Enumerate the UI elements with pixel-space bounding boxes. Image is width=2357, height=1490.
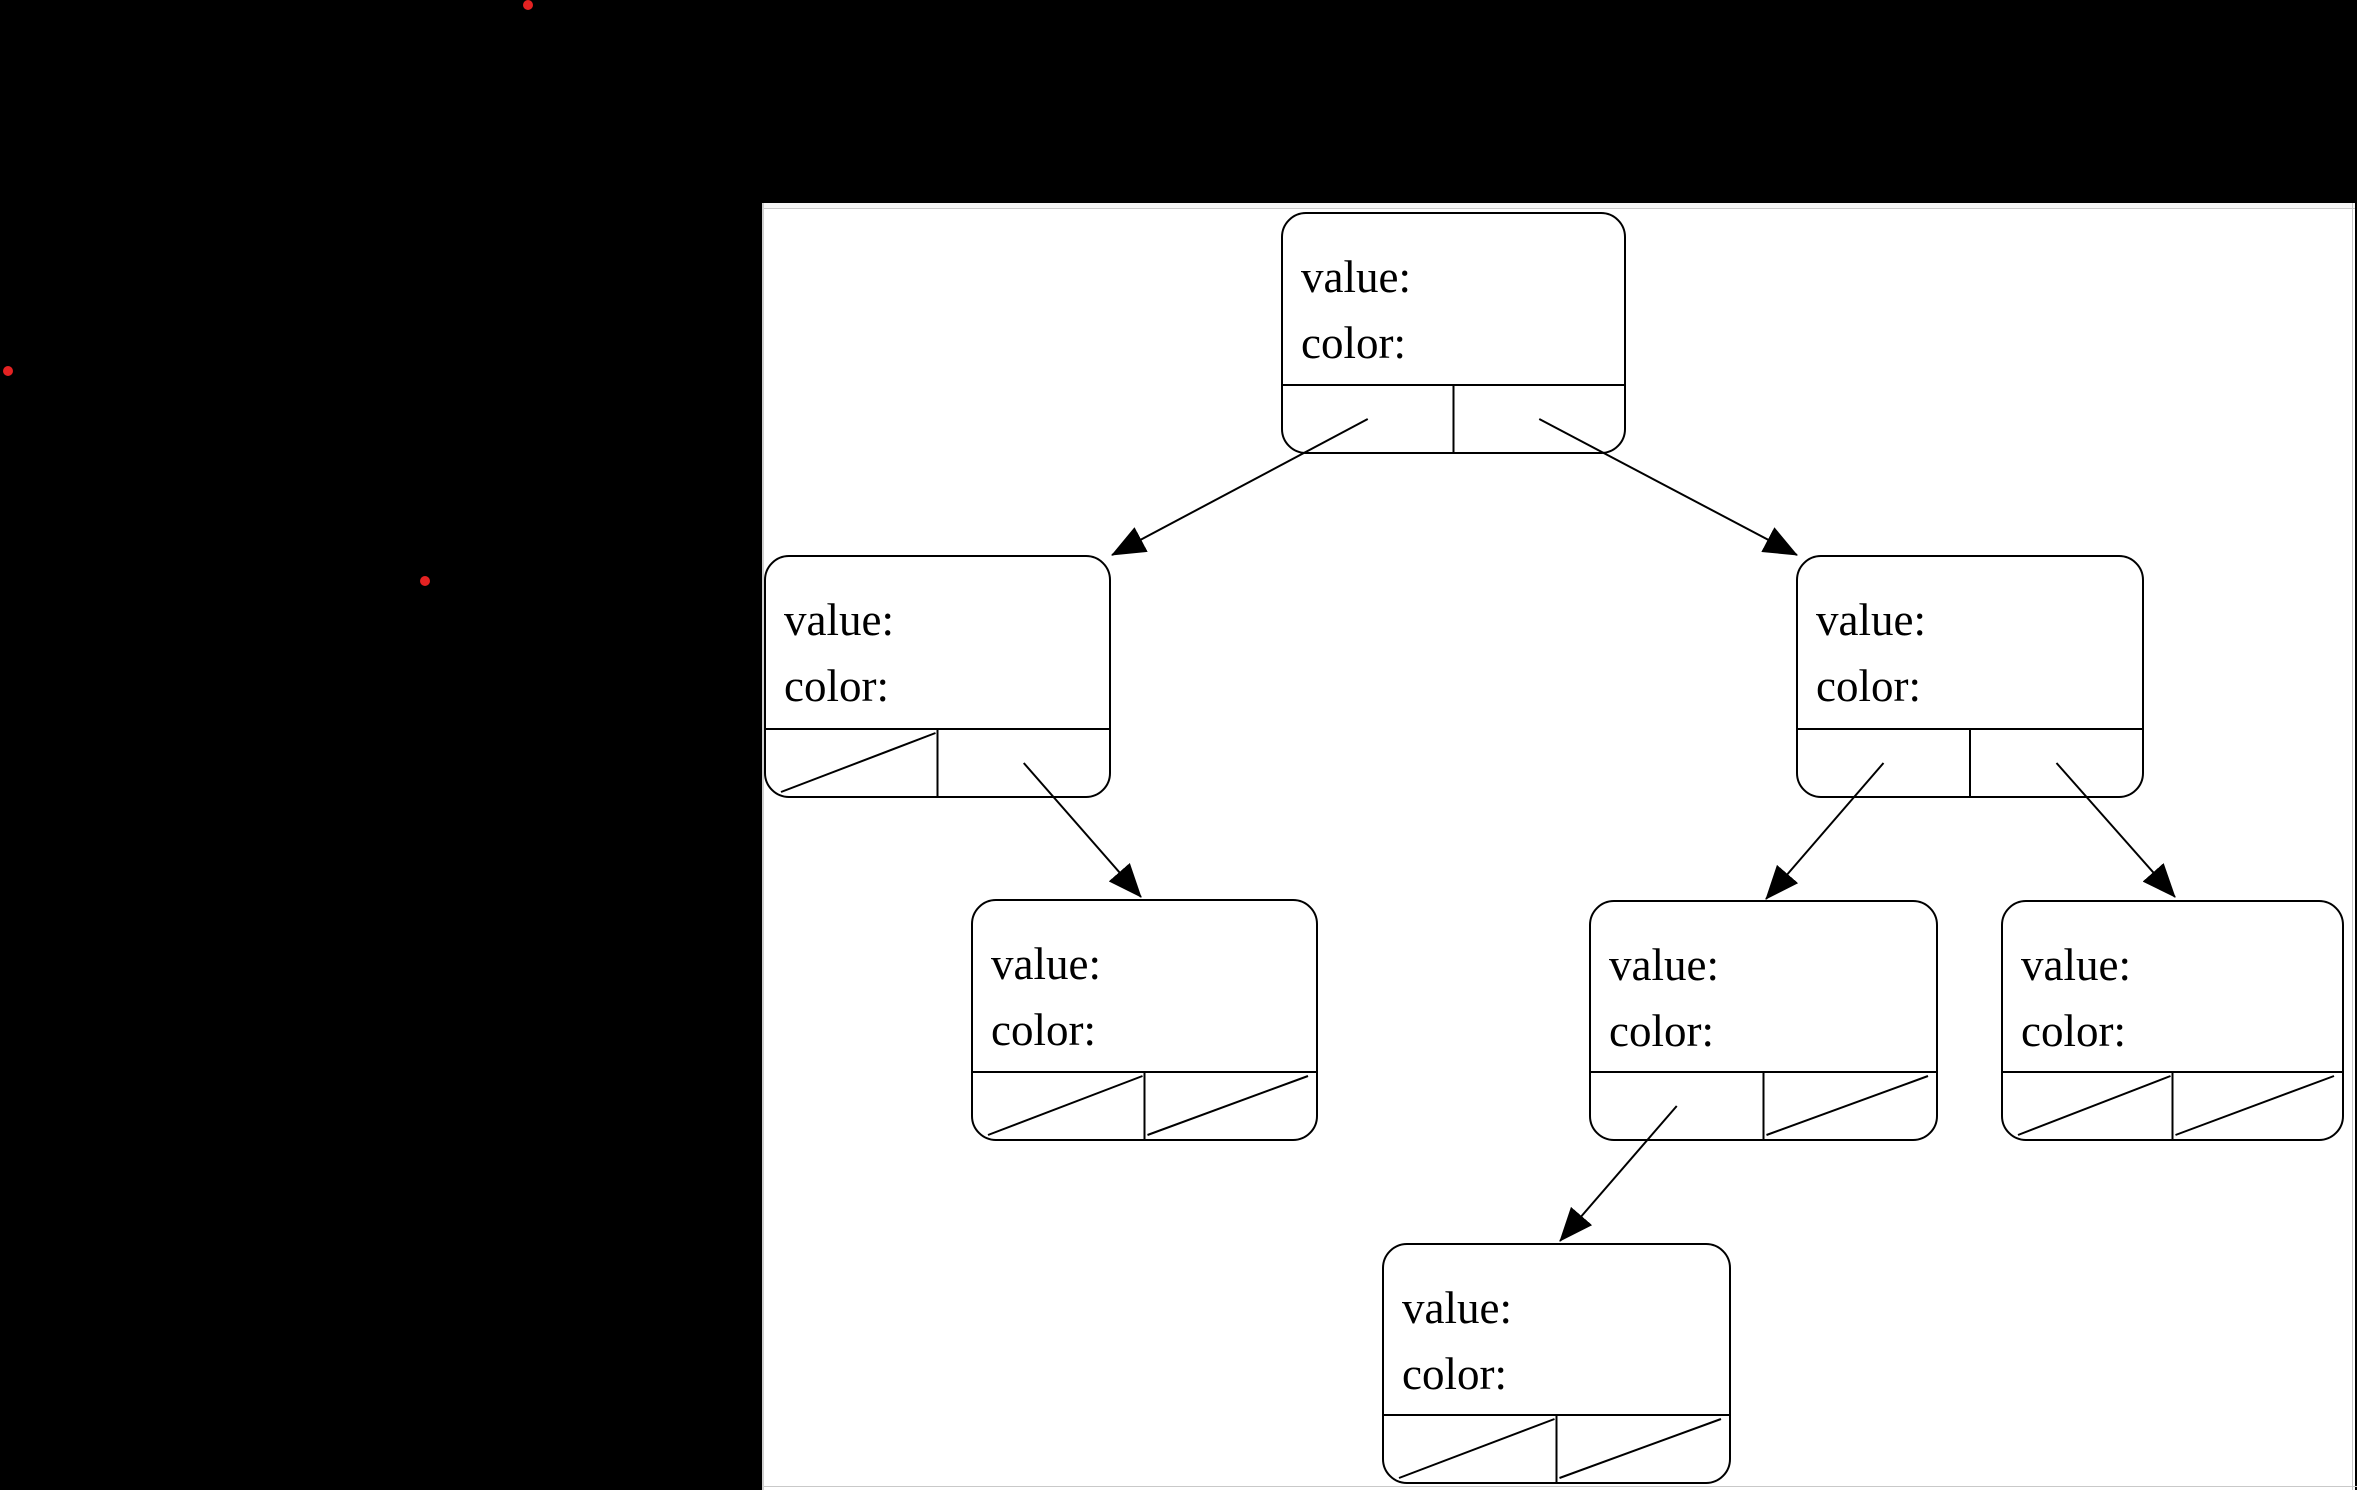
node-value-label: value: [1301,252,1411,302]
tree-node-right: value: color: [1796,555,2144,798]
panel-right-border [2352,203,2353,1490]
tree-node-right-left-left: value: color: [1382,1243,1731,1484]
node-color-label: color: [991,1005,1096,1055]
node-value-label: value: [2021,940,2131,990]
node-box [1382,1243,1731,1484]
node-box [2001,900,2344,1141]
null-slash-left [1398,1418,1555,1479]
node-value-label: value: [1816,595,1926,645]
null-slash-right [1147,1075,1309,1136]
pointer-arrow-left-right [1022,762,1142,898]
pointer-arrow-root-left [1111,418,1369,556]
panel-top-band [764,203,2357,209]
pointer-arrow-right-right [2055,762,2176,898]
node-box [1796,555,2144,798]
node-color-label: color: [1609,1006,1714,1056]
null-slash-right [1559,1418,1722,1479]
node-value-label: value: [1609,940,1719,990]
node-value-label: value: [784,595,894,645]
node-color-label: color: [1816,661,1921,711]
red-dot [3,366,13,376]
panel-bottom-border [764,1486,2357,1487]
pointer-arrow-root-right [1538,418,1798,556]
node-box [764,555,1111,798]
tree-node-left: value: color: [764,555,1111,798]
node-color-label: color: [2021,1006,2126,1056]
null-slash-right [2175,1075,2335,1136]
tree-node-right-right: value: color: [2001,900,2344,1141]
red-dot [523,0,533,10]
tree-node-right-left: value: color: [1589,900,1938,1141]
red-dot [420,576,430,586]
null-slash-right [1766,1075,1929,1136]
tree-node-left-right: value: color: [971,899,1318,1141]
node-box [1589,900,1938,1141]
pointer-arrow-right-left [1765,762,1885,900]
node-color-label: color: [1301,318,1406,368]
node-color-label: color: [1402,1349,1507,1399]
node-box [1281,212,1626,454]
null-slash-left [2017,1075,2171,1136]
panel-right-edge [2355,203,2357,1490]
node-box [971,899,1318,1141]
node-color-label: color: [784,661,889,711]
tree-node-root: value: color: [1281,212,1626,454]
node-value-label: value: [1402,1283,1512,1333]
pointer-arrow-right-left-left [1559,1105,1678,1242]
null-slash-left [987,1075,1143,1136]
node-value-label: value: [991,939,1101,989]
null-slash-left [780,732,936,793]
